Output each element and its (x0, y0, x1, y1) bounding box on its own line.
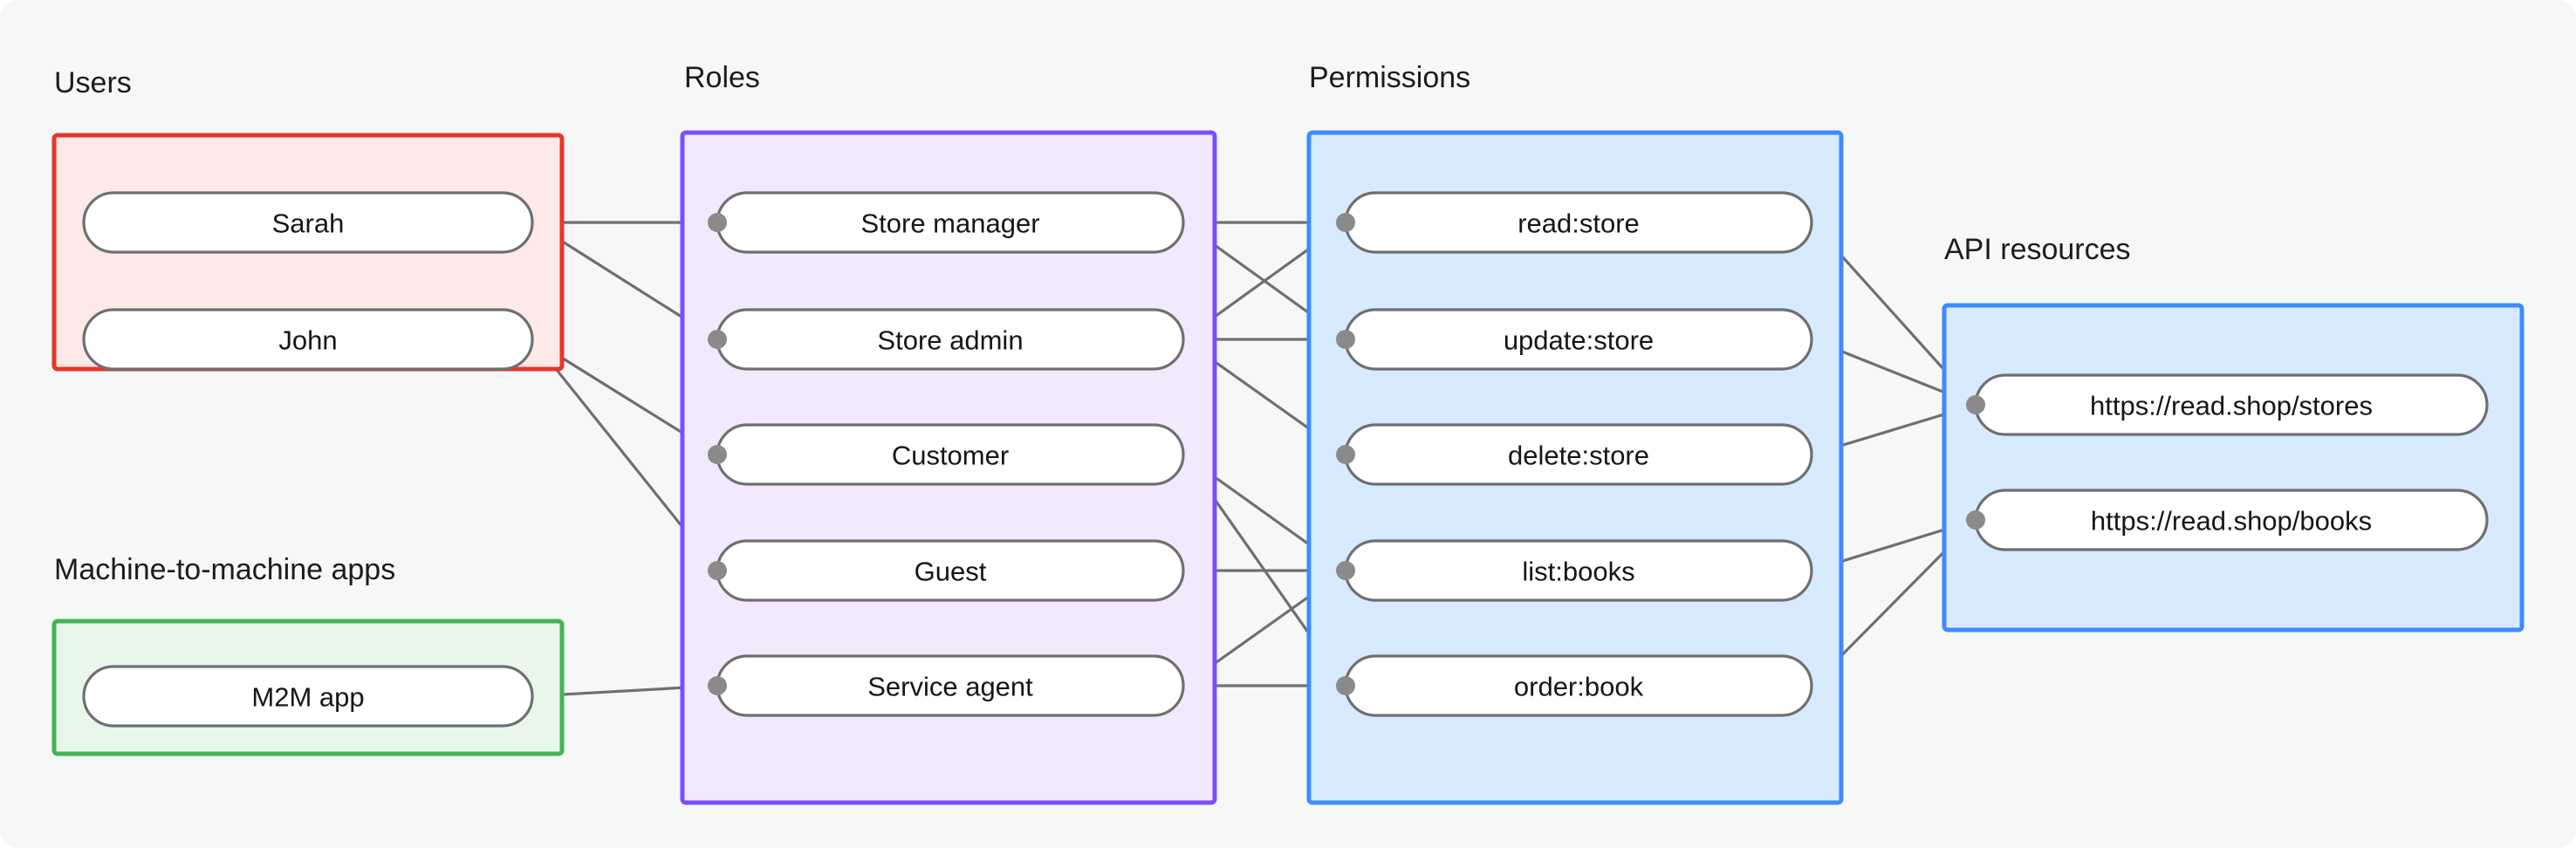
group-label-api-resources: API resources (1944, 233, 2131, 266)
port-dot-customer (708, 445, 727, 464)
node-label-res-books: https://read.shop/books (2091, 506, 2372, 537)
node-sarah[interactable]: Sarah (82, 191, 534, 254)
group-box-api-resources (1942, 303, 2525, 633)
ports-layer (708, 213, 1985, 695)
port-dot-service-agent (708, 676, 727, 695)
group-label-roles: Roles (684, 61, 760, 94)
node-delete-store[interactable]: delete:store (1344, 423, 1813, 486)
group-label-permissions: Permissions (1309, 61, 1470, 94)
node-store-admin[interactable]: Store admin (716, 308, 1185, 371)
port-dot-list-books (1336, 561, 1355, 580)
node-label-sarah: Sarah (272, 209, 345, 239)
node-label-store-admin: Store admin (877, 325, 1023, 356)
node-update-store[interactable]: update:store (1344, 308, 1813, 371)
node-label-store-manager: Store manager (860, 209, 1039, 239)
port-dot-store-admin (708, 330, 727, 349)
node-m2mapp[interactable]: M2M app (82, 665, 534, 728)
port-dot-res-books (1966, 510, 1985, 530)
node-label-customer: Customer (892, 441, 1009, 471)
port-dot-update-store (1336, 330, 1355, 349)
group-label-m2m: Machine-to-machine apps (54, 553, 395, 586)
node-label-read-store: read:store (1518, 209, 1640, 239)
node-label-list-books: list:books (1522, 557, 1634, 587)
node-shape-sarah (82, 191, 534, 254)
node-read-store[interactable]: read:store (1344, 191, 1813, 254)
node-label-res-stores: https://read.shop/stores (2090, 391, 2373, 421)
node-john[interactable]: John (82, 308, 534, 371)
node-customer[interactable]: Customer (716, 423, 1185, 486)
node-guest[interactable]: Guest (716, 539, 1185, 602)
node-list-books[interactable]: list:books (1344, 539, 1813, 602)
node-label-guest: Guest (915, 557, 987, 587)
port-dot-delete-store (1336, 445, 1355, 464)
node-label-service-agent: Service agent (867, 672, 1033, 702)
port-dot-order-book (1336, 676, 1355, 695)
port-dot-guest (708, 561, 727, 580)
node-shape-m2mapp (82, 665, 534, 728)
port-dot-res-stores (1966, 395, 1985, 414)
node-res-books[interactable]: https://read.shop/books (1974, 489, 2489, 551)
node-label-john: John (278, 325, 337, 356)
port-dot-read-store (1336, 213, 1355, 232)
port-dot-store-manager (708, 213, 727, 232)
node-store-manager[interactable]: Store manager (716, 191, 1185, 254)
node-label-order-book: order:book (1514, 672, 1644, 702)
node-shape-john (82, 308, 534, 371)
node-label-m2mapp: M2M app (251, 682, 364, 713)
node-service-agent[interactable]: Service agent (716, 654, 1185, 717)
node-label-delete-store: delete:store (1508, 441, 1649, 471)
group-label-users: Users (54, 66, 132, 99)
node-label-update-store: update:store (1504, 325, 1654, 356)
node-res-stores[interactable]: https://read.shop/stores (1974, 373, 2489, 436)
node-order-book[interactable]: order:book (1344, 654, 1813, 717)
